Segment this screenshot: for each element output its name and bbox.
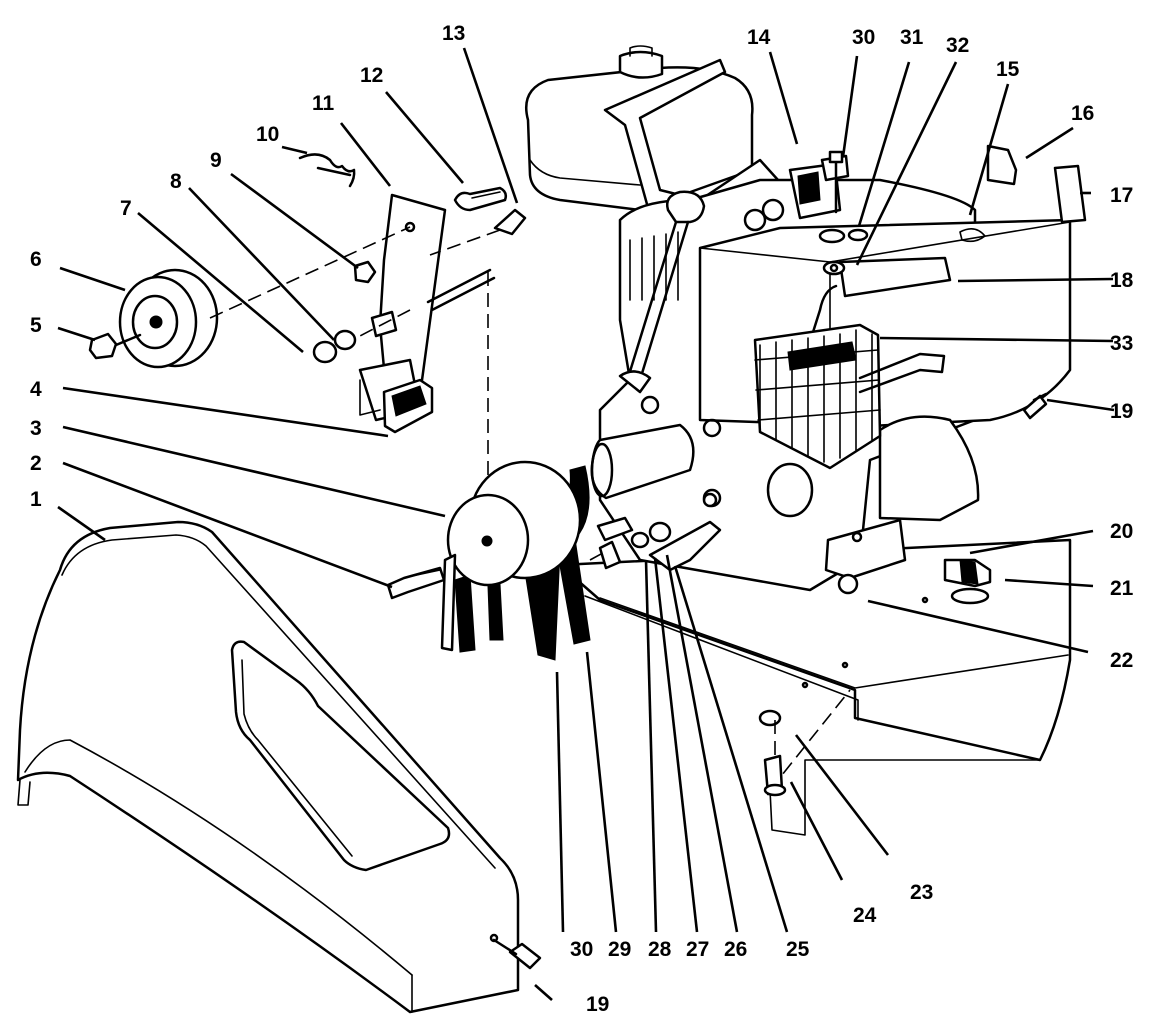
idler-assembly: [88, 153, 527, 480]
callout-19-engine: 19: [1110, 400, 1133, 423]
callout-30-screw: 30: [852, 26, 875, 49]
callout-14: 14: [747, 26, 771, 49]
callout-33: 33: [1110, 332, 1133, 355]
callout-6: 6: [30, 248, 42, 271]
belt-cover: [16, 520, 520, 1014]
callout-27: 27: [686, 938, 709, 961]
callout-7: 7: [120, 197, 132, 220]
decals: [986, 144, 1087, 224]
callout-31: 31: [900, 26, 924, 49]
callout-10: 10: [256, 123, 279, 146]
callout-25: 25: [786, 938, 810, 961]
callout-11: 11: [312, 92, 335, 115]
callout-1: 1: [30, 488, 42, 511]
callout-26: 26: [724, 938, 747, 961]
leader-lines: [57, 47, 1115, 1001]
callout-13: 13: [442, 22, 465, 45]
callout-28: 28: [648, 938, 672, 961]
callout-5: 5: [30, 314, 42, 337]
callout-labels: 1 2 3 4 5 6 7 8 9 10 11 12 13 14 15 16 1…: [30, 22, 1134, 1016]
cover-bolt-19: [492, 938, 542, 970]
callout-20: 20: [1110, 520, 1133, 543]
callout-21: 21: [1110, 577, 1134, 600]
callout-22: 22: [1110, 649, 1133, 672]
callout-15: 15: [996, 58, 1020, 81]
callout-9: 9: [210, 149, 222, 172]
callout-19-cover: 19: [586, 993, 609, 1016]
callout-29: 29: [608, 938, 631, 961]
callout-3: 3: [30, 417, 42, 440]
callout-2: 2: [30, 452, 42, 475]
callout-16: 16: [1071, 102, 1094, 125]
drive-pulley-assembly: [386, 460, 613, 661]
right-studs: [943, 558, 992, 605]
bottom-fasteners: [758, 709, 787, 797]
frame-base: [558, 538, 1072, 836]
callout-17: 17: [1110, 184, 1133, 207]
callout-12: 12: [360, 64, 383, 87]
callout-18: 18: [1110, 269, 1134, 292]
callout-24: 24: [853, 904, 877, 927]
callout-23: 23: [910, 881, 933, 904]
callout-8: 8: [170, 170, 182, 193]
callout-4: 4: [30, 378, 42, 401]
engine: [525, 45, 1072, 595]
callout-32: 32: [946, 34, 969, 57]
callout-30-belt: 30: [570, 938, 593, 961]
